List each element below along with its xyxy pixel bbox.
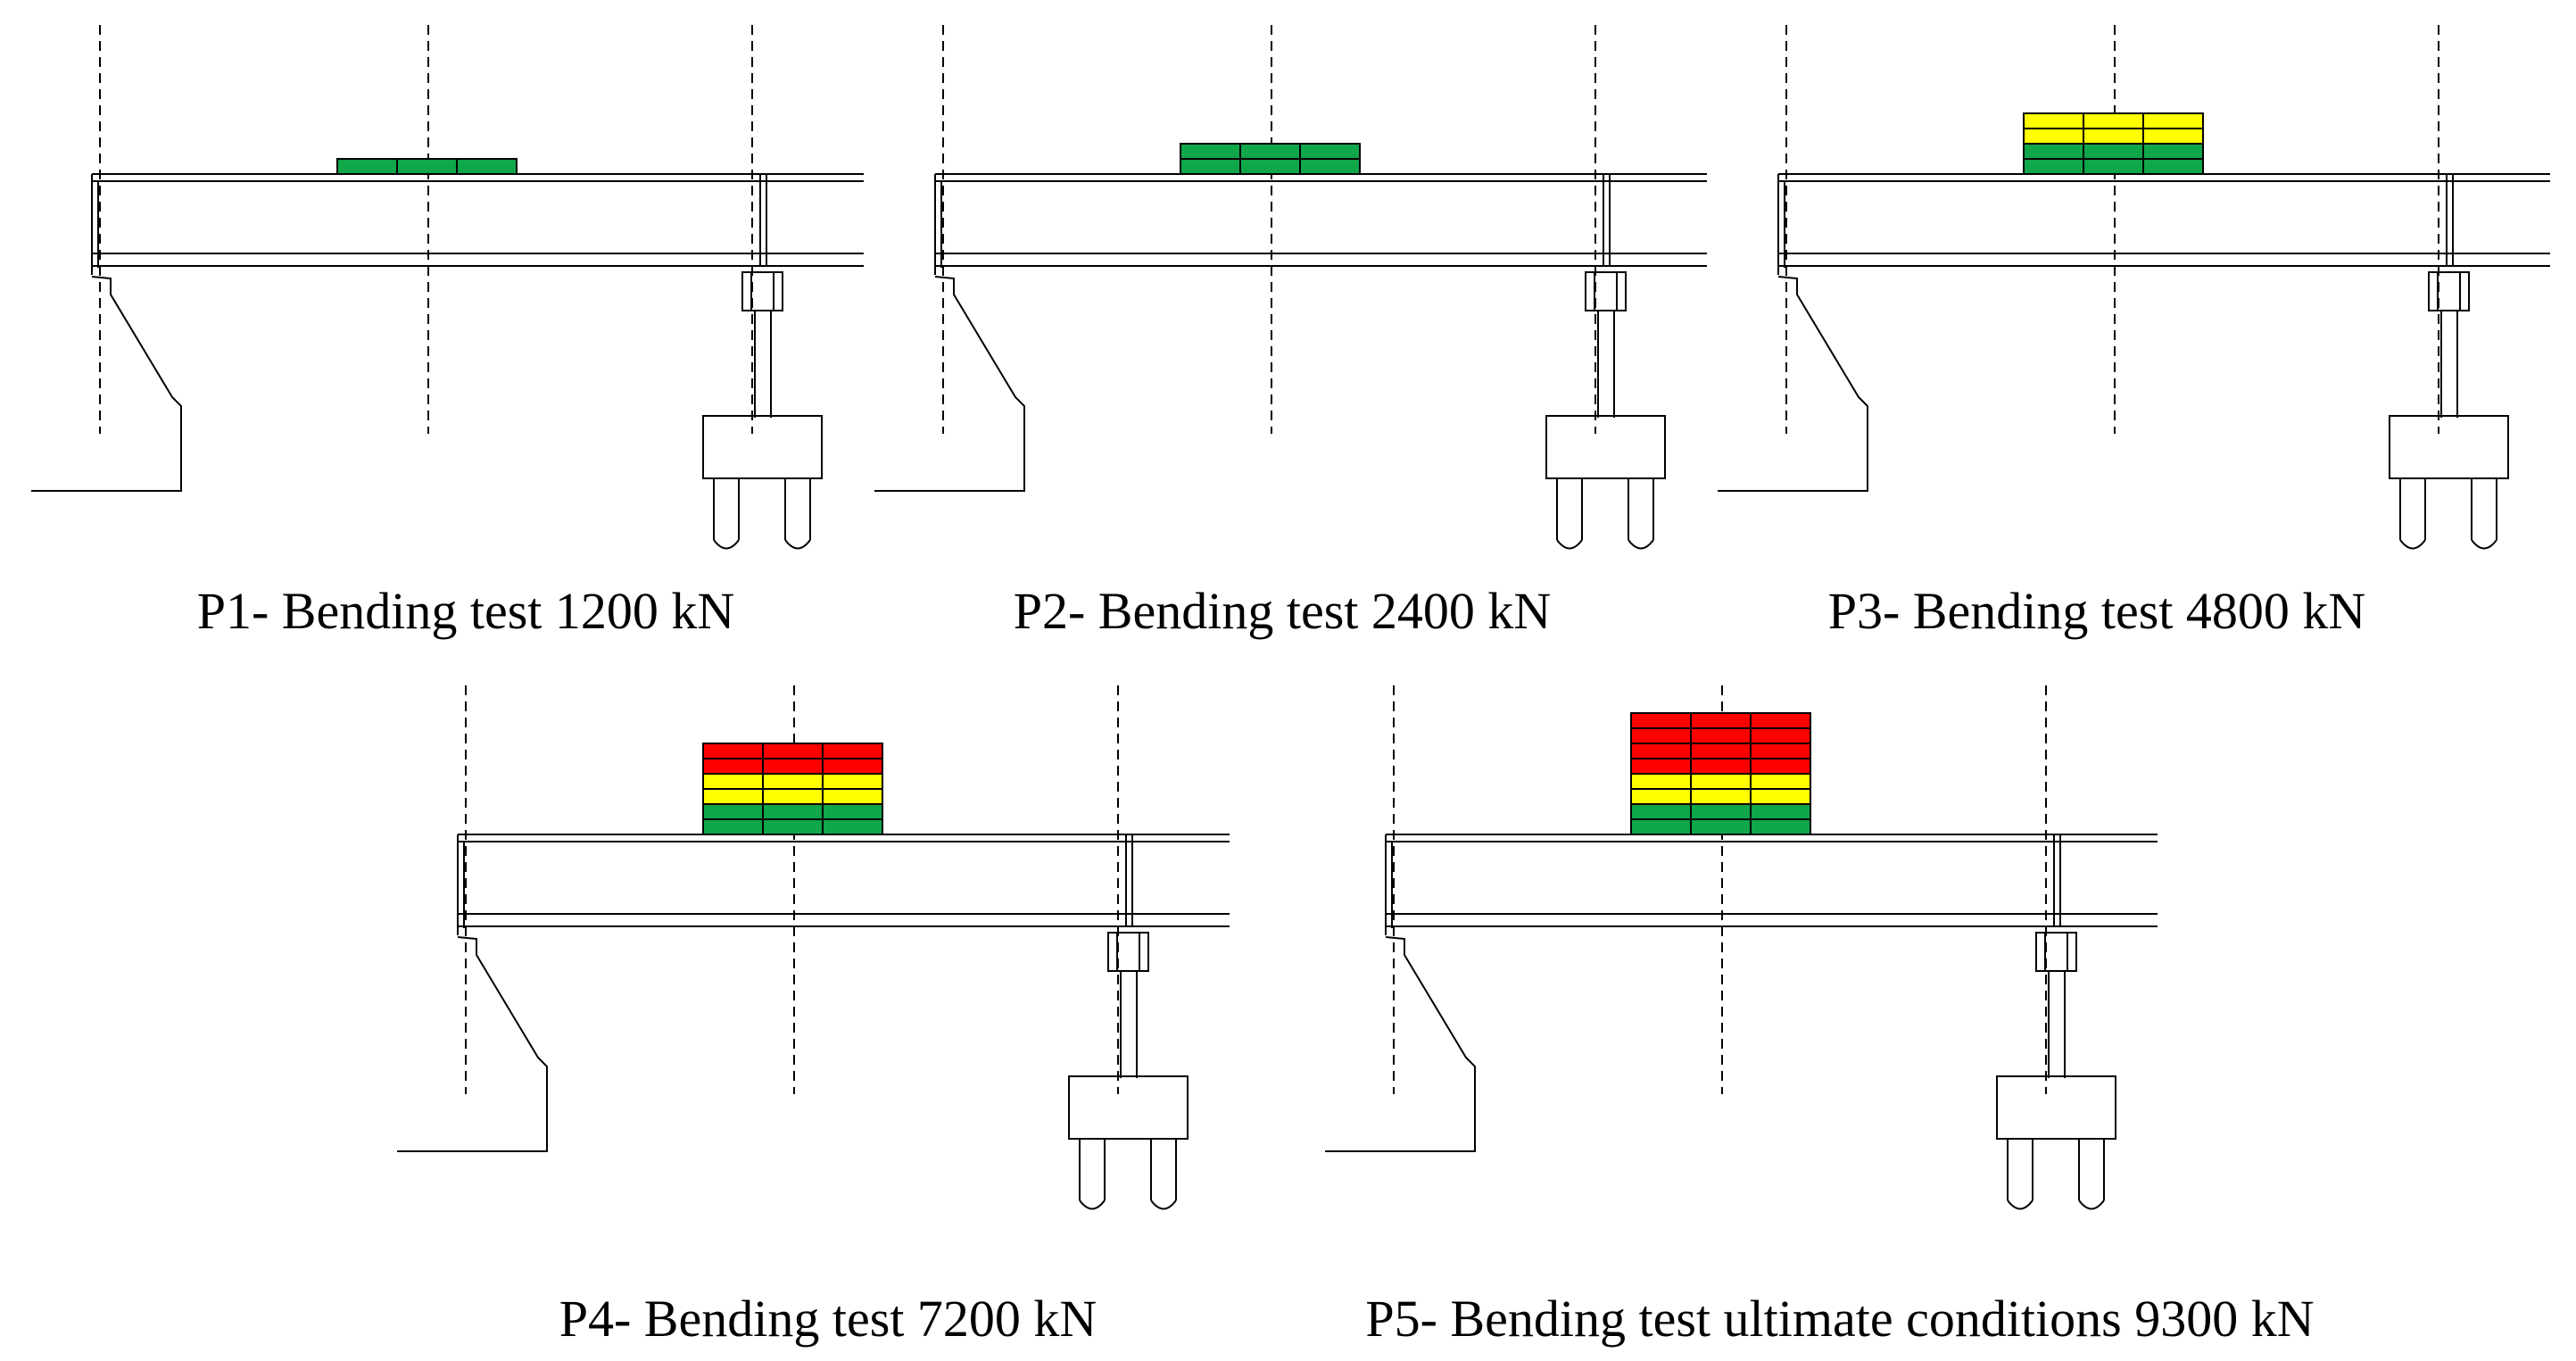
load-block-l2-b3 <box>822 803 883 820</box>
pile-1-tip <box>1079 1199 1106 1210</box>
caption-p4: P4- Bending test 7200 kN <box>559 1290 1097 1348</box>
caption-p5: P5- Bending test ultimate conditions 930… <box>1365 1290 2314 1348</box>
pile-cap <box>1068 1075 1189 1140</box>
load-block-l3-b3 <box>822 788 883 805</box>
pile-1-tip <box>713 539 740 550</box>
panel-p5 <box>1325 685 2158 1210</box>
load-block-l7-b1 <box>1630 727 1692 744</box>
load-block-l2-b2 <box>2083 143 2144 160</box>
caption-p1: P1- Bending test 1200 kN <box>197 582 735 640</box>
load-block-l1-b1 <box>1630 818 1692 835</box>
load-block-l1-b1 <box>1180 158 1241 175</box>
load-block-l2-b2 <box>1239 143 1301 160</box>
load-block-l1-b1 <box>336 158 398 175</box>
load-block-l4-b3 <box>1750 773 1811 790</box>
load-block-l1-b3 <box>1299 158 1361 175</box>
load-block-l2-b1 <box>702 803 764 820</box>
pier-bearing <box>1585 271 1627 311</box>
load-block-l2-b3 <box>2142 143 2204 160</box>
load-block-l1-b3 <box>456 158 518 175</box>
load-block-l4-b1 <box>1630 773 1692 790</box>
pile-cap <box>1545 415 1666 479</box>
load-block-l3-b1 <box>1630 788 1692 805</box>
pile-2-tip <box>1628 539 1654 550</box>
load-block-l2-b3 <box>1750 803 1811 820</box>
pier-bearing <box>1107 932 1149 972</box>
load-block-l2-b2 <box>1690 803 1752 820</box>
load-block-l2-b1 <box>2023 143 2084 160</box>
load-block-l4-b2 <box>1690 773 1752 790</box>
abutment <box>1718 276 1868 492</box>
load-block-l5-b3 <box>822 758 883 775</box>
load-block-l3-b1 <box>702 788 764 805</box>
pile-1-tip <box>1556 539 1583 550</box>
load-block-l3-b3 <box>1750 788 1811 805</box>
load-block-l1-b1 <box>702 818 764 835</box>
load-block-l3-b3 <box>2142 128 2204 145</box>
load-block-l5-b2 <box>1690 758 1752 775</box>
load-block-l4-b2 <box>2083 112 2144 129</box>
load-block-l6-b1 <box>1630 743 1692 759</box>
load-block-l4-b2 <box>762 773 824 790</box>
pier-bearing <box>2035 932 2077 972</box>
caption-p2: P2- Bending test 2400 kN <box>1014 582 1552 640</box>
load-block-l6-b1 <box>702 743 764 759</box>
load-block-l4-b3 <box>822 773 883 790</box>
abutment <box>874 276 1025 492</box>
panel-p1 <box>31 25 864 550</box>
load-block-l7-b2 <box>1690 727 1752 744</box>
load-block-l5-b3 <box>1750 758 1811 775</box>
abutment <box>31 276 182 492</box>
load-block-l8-b2 <box>1690 712 1752 729</box>
load-block-l3-b2 <box>762 788 824 805</box>
pile-2-tip <box>1150 1199 1177 1210</box>
pile-2-tip <box>2078 1199 2105 1210</box>
load-block-l2-b3 <box>1299 143 1361 160</box>
pier-bearing <box>2428 271 2470 311</box>
load-block-l1-b3 <box>2142 158 2204 175</box>
load-block-l3-b2 <box>2083 128 2144 145</box>
load-block-l2-b1 <box>1180 143 1241 160</box>
load-block-l1-b2 <box>2083 158 2144 175</box>
load-block-l7-b3 <box>1750 727 1811 744</box>
load-block-l3-b2 <box>1690 788 1752 805</box>
load-block-l1-b2 <box>1690 818 1752 835</box>
load-block-l2-b2 <box>762 803 824 820</box>
load-block-l1-b2 <box>762 818 824 835</box>
load-block-l1-b2 <box>1239 158 1301 175</box>
pile-cap <box>1996 1075 2116 1140</box>
load-block-l1-b2 <box>396 158 458 175</box>
pile-1-tip <box>2007 1199 2033 1210</box>
caption-p3: P3- Bending test 4800 kN <box>1828 582 2366 640</box>
pile-2-tip <box>784 539 811 550</box>
load-block-l1-b3 <box>822 818 883 835</box>
panel-p4 <box>397 685 1230 1210</box>
pile-2-tip <box>2471 539 2497 550</box>
load-block-l4-b3 <box>2142 112 2204 129</box>
pier-bearing <box>741 271 783 311</box>
load-block-l6-b2 <box>762 743 824 759</box>
load-block-l1-b1 <box>2023 158 2084 175</box>
load-block-l8-b1 <box>1630 712 1692 729</box>
load-block-l5-b2 <box>762 758 824 775</box>
pile-cap <box>702 415 823 479</box>
abutment <box>397 936 548 1152</box>
load-block-l8-b3 <box>1750 712 1811 729</box>
abutment <box>1325 936 1476 1152</box>
panel-p3 <box>1718 25 2550 550</box>
load-block-l4-b1 <box>2023 112 2084 129</box>
load-block-l3-b1 <box>2023 128 2084 145</box>
load-block-l6-b3 <box>822 743 883 759</box>
panel-p2 <box>874 25 1707 550</box>
load-block-l4-b1 <box>702 773 764 790</box>
load-block-l5-b1 <box>1630 758 1692 775</box>
load-block-l6-b3 <box>1750 743 1811 759</box>
load-block-l2-b1 <box>1630 803 1692 820</box>
load-block-l5-b1 <box>702 758 764 775</box>
pile-cap <box>2389 415 2509 479</box>
load-block-l1-b3 <box>1750 818 1811 835</box>
pile-1-tip <box>2399 539 2426 550</box>
load-block-l6-b2 <box>1690 743 1752 759</box>
